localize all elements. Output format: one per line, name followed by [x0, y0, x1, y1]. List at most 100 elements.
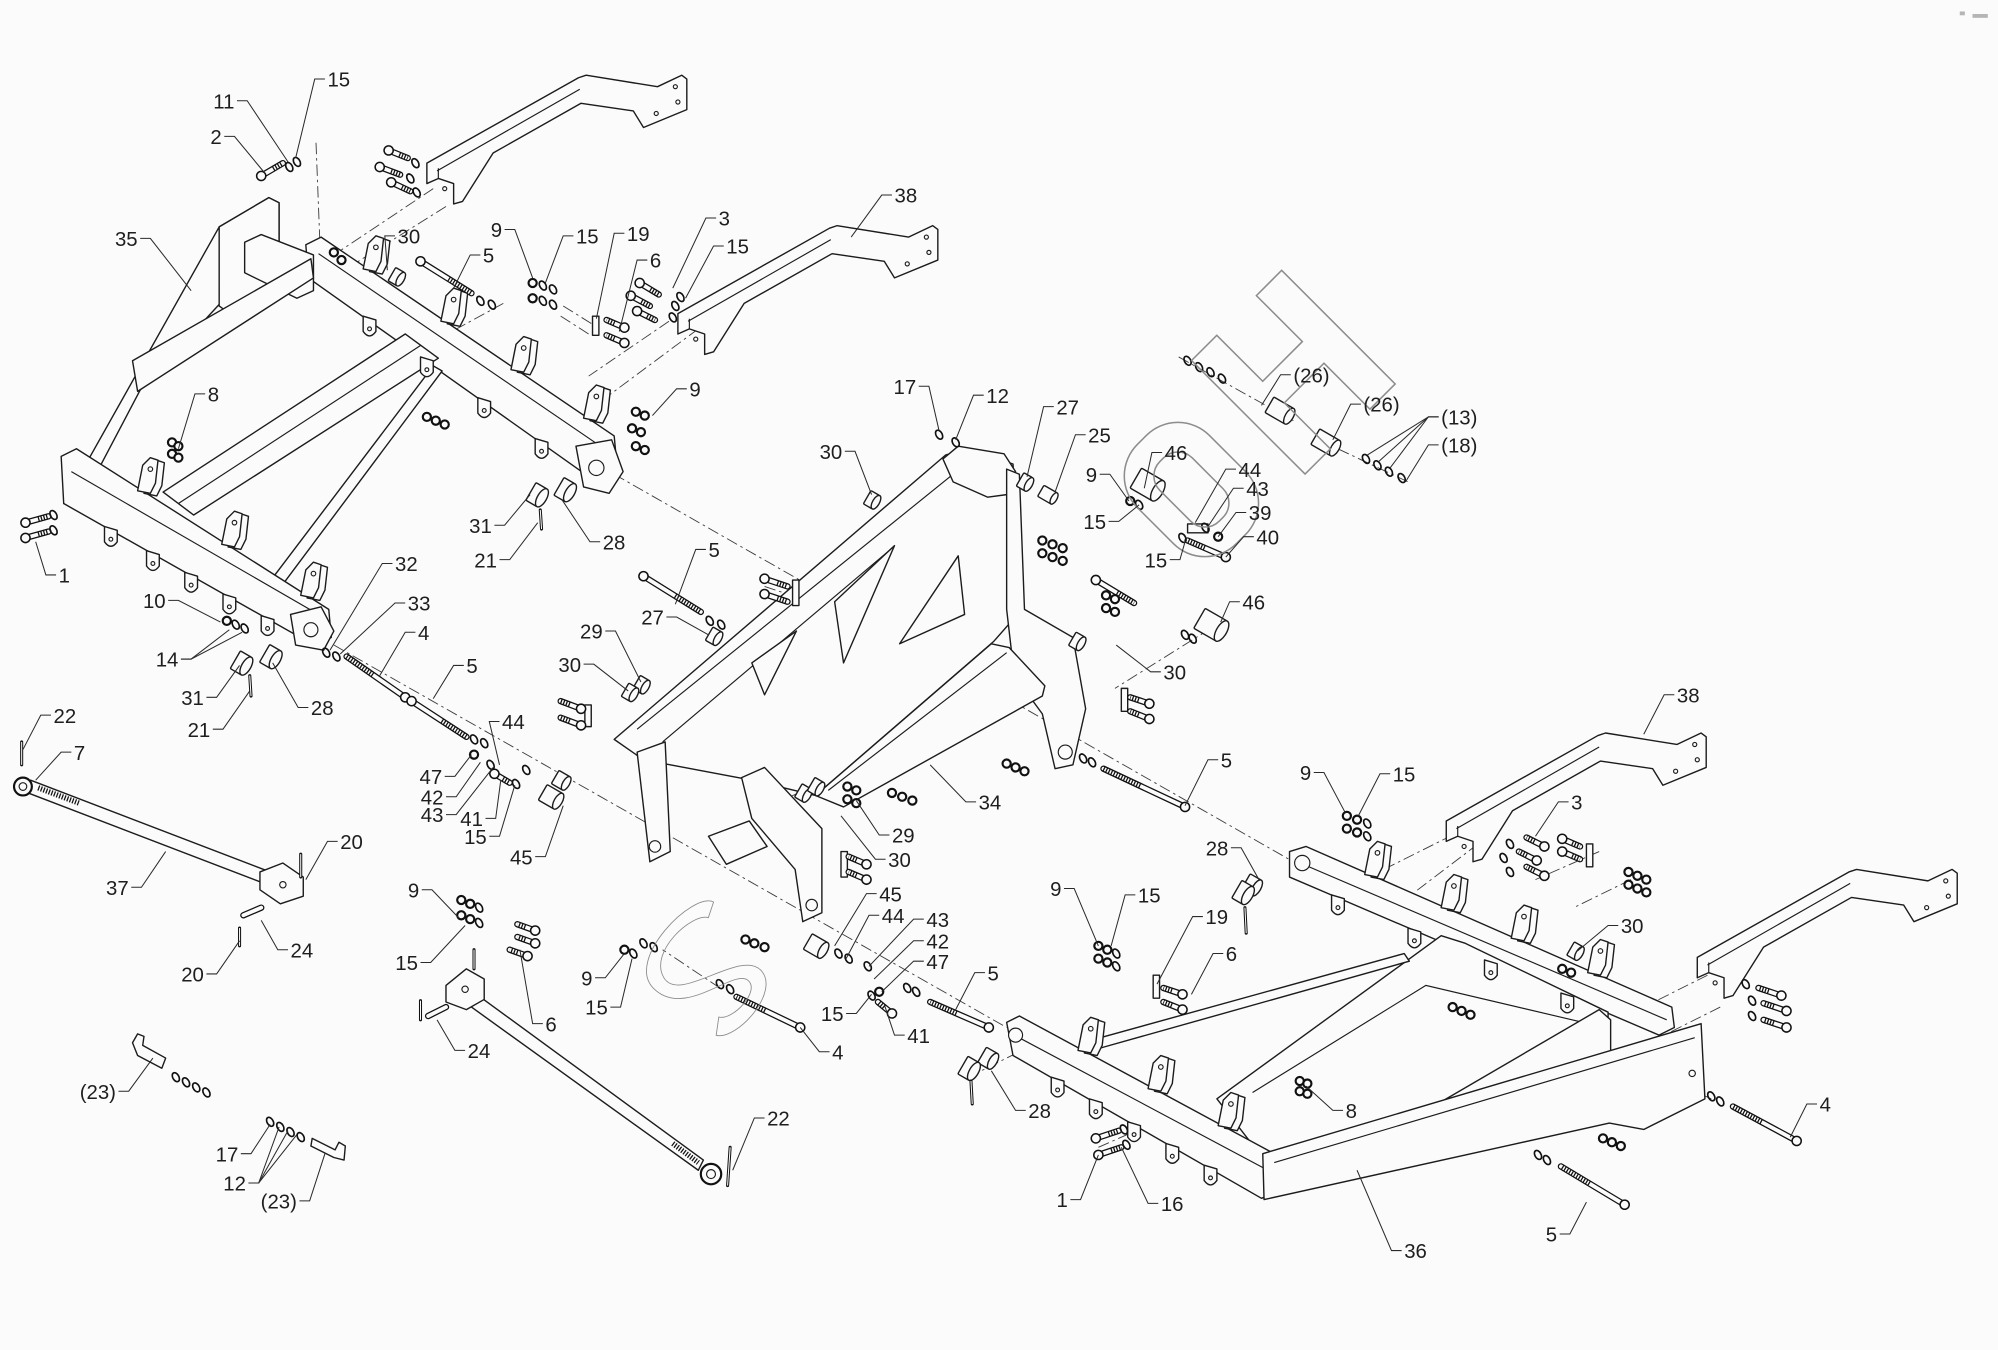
callout[interactable]: 9: [652, 379, 701, 416]
callout-label[interactable]: 15: [395, 953, 418, 975]
callout[interactable]: 19: [1156, 907, 1228, 985]
callout-label[interactable]: (26): [1293, 365, 1329, 387]
callout[interactable]: 38: [1643, 685, 1700, 735]
callout-label[interactable]: 15: [821, 1004, 844, 1026]
callout[interactable]: 5: [955, 963, 999, 1010]
callout[interactable]: 15: [544, 226, 599, 284]
callout-label[interactable]: (23): [261, 1191, 297, 1213]
callout[interactable]: (13): [1366, 408, 1477, 469]
callout[interactable]: 9: [491, 220, 534, 279]
callout-label[interactable]: 5: [1221, 750, 1232, 772]
callout-label[interactable]: 8: [1346, 1101, 1357, 1123]
callout-label[interactable]: (13): [1441, 408, 1477, 430]
callout-label[interactable]: 5: [1546, 1225, 1557, 1247]
callout-label[interactable]: 46: [1242, 592, 1265, 614]
callout-label[interactable]: 9: [1086, 465, 1097, 487]
callout[interactable]: 44: [845, 906, 904, 959]
callout[interactable]: 30: [1115, 644, 1186, 684]
callout[interactable]: 22: [22, 706, 76, 750]
callout[interactable]: 28: [1206, 838, 1260, 880]
callout-label[interactable]: 19: [1205, 907, 1228, 929]
callout-label[interactable]: 38: [1677, 685, 1700, 707]
callout-label[interactable]: 42: [926, 931, 949, 953]
callout-label[interactable]: 15: [1138, 886, 1161, 908]
callout-label[interactable]: 20: [181, 965, 204, 987]
callout-label[interactable]: 9: [1050, 879, 1061, 901]
callout-label[interactable]: 35: [115, 229, 138, 251]
callout-label[interactable]: 28: [311, 698, 334, 720]
callout-label[interactable]: 36: [1404, 1241, 1427, 1263]
callout[interactable]: 15: [821, 994, 872, 1026]
callout[interactable]: 20: [181, 940, 240, 987]
callout[interactable]: 30: [384, 226, 420, 271]
callout-label[interactable]: 30: [888, 850, 911, 872]
callout[interactable]: 5: [674, 540, 720, 605]
callout[interactable]: 9: [1086, 465, 1130, 502]
callout-label[interactable]: 43: [926, 910, 949, 932]
callout[interactable]: 15: [1083, 504, 1140, 534]
callout-label[interactable]: 47: [419, 767, 442, 789]
callout-label[interactable]: 15: [576, 226, 599, 248]
callout[interactable]: 41: [460, 780, 502, 831]
callout[interactable]: 28: [561, 499, 626, 555]
callout-label[interactable]: 12: [223, 1174, 246, 1196]
callout[interactable]: 21: [474, 522, 539, 573]
callout[interactable]: (26): [1261, 365, 1330, 406]
callout-label[interactable]: 29: [892, 826, 915, 848]
callout[interactable]: 47: [419, 754, 472, 789]
callout[interactable]: 12: [223, 1126, 298, 1196]
callout[interactable]: 34: [929, 764, 1001, 815]
callout-label[interactable]: 25: [1088, 425, 1111, 447]
callout-label[interactable]: 47: [926, 952, 949, 974]
callout-label[interactable]: 22: [767, 1109, 790, 1131]
callout-label[interactable]: 32: [395, 554, 418, 576]
callout-label[interactable]: 46: [1165, 443, 1188, 465]
callout[interactable]: 28: [272, 662, 334, 720]
callout-label[interactable]: 3: [719, 209, 730, 231]
callout[interactable]: 4: [799, 1027, 843, 1064]
callout-label[interactable]: 4: [1820, 1095, 1831, 1117]
callout[interactable]: 15: [1110, 886, 1161, 947]
callout[interactable]: 46: [1220, 592, 1265, 623]
callout-label[interactable]: 17: [894, 377, 917, 399]
callout[interactable]: 41: [883, 1004, 930, 1048]
callout[interactable]: 25: [1054, 425, 1111, 493]
callout[interactable]: 27: [1026, 397, 1079, 477]
callout[interactable]: 21: [188, 690, 251, 742]
callout-label[interactable]: 21: [474, 550, 497, 572]
callout[interactable]: 9: [581, 953, 625, 991]
callout-label[interactable]: (18): [1441, 436, 1477, 458]
callout-label[interactable]: 15: [327, 70, 350, 92]
callout[interactable]: (26): [1332, 395, 1400, 441]
callout-label[interactable]: 28: [603, 532, 626, 554]
callout[interactable]: 2: [210, 127, 266, 174]
callout-label[interactable]: 30: [1621, 916, 1644, 938]
callout-label[interactable]: 30: [1163, 662, 1186, 684]
callout[interactable]: 8: [177, 385, 219, 449]
callout[interactable]: 3: [1535, 792, 1582, 837]
callout-label[interactable]: 43: [1246, 479, 1269, 501]
callout[interactable]: 16: [1120, 1147, 1183, 1216]
callout[interactable]: 35: [115, 229, 192, 291]
callout[interactable]: (18): [1405, 436, 1477, 483]
callout-label[interactable]: 9: [581, 968, 592, 990]
callout[interactable]: 38: [850, 186, 917, 238]
callout[interactable]: 47: [881, 952, 949, 993]
callout[interactable]: 40: [1225, 527, 1279, 558]
callout[interactable]: 6: [519, 949, 557, 1037]
callout-label[interactable]: 10: [143, 591, 166, 613]
callout-label[interactable]: 6: [545, 1014, 556, 1036]
callout[interactable]: 30: [840, 815, 911, 872]
callout[interactable]: 39: [1217, 503, 1271, 537]
callout[interactable]: 8: [1305, 1085, 1357, 1123]
callout-label[interactable]: (23): [80, 1082, 116, 1104]
callout[interactable]: 15: [295, 70, 351, 159]
callout[interactable]: 44: [488, 712, 525, 765]
callout-label[interactable]: 11: [213, 91, 234, 113]
callout[interactable]: 30: [1577, 916, 1644, 952]
callout-label[interactable]: 45: [879, 884, 902, 906]
callout-label[interactable]: 31: [469, 516, 492, 538]
callout-label[interactable]: 15: [1145, 550, 1168, 572]
callout[interactable]: 4: [1789, 1095, 1831, 1138]
callout[interactable]: 15: [685, 237, 749, 299]
